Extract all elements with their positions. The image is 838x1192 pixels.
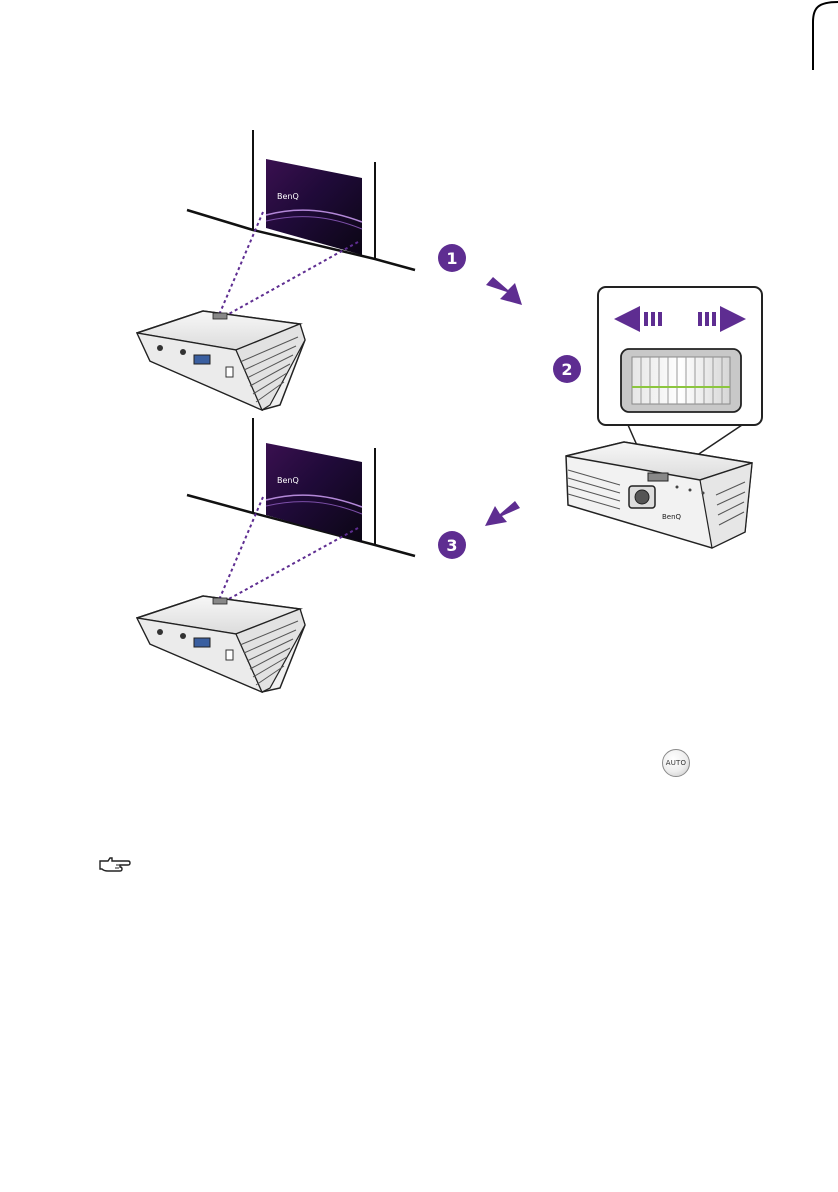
projection-screen [266, 159, 362, 255]
auto-button-label: AUTO [666, 759, 687, 767]
step-1-badge: 1 [438, 244, 466, 272]
focus-ring-icon [621, 349, 741, 412]
projector-front-view: BenQ [566, 442, 752, 548]
note-hand-icon [98, 855, 132, 875]
step-3-badge: 3 [438, 531, 466, 559]
projector-adjustment-illustration: BenQ [0, 0, 838, 720]
scene-1: BenQ [137, 130, 415, 410]
screen-logo: BenQ [277, 476, 299, 485]
scene-3: BenQ [137, 418, 415, 692]
step-3-arrow-icon [485, 501, 520, 526]
step-2-badge: 2 [553, 355, 581, 383]
projector-logo: BenQ [662, 513, 682, 521]
projector-body [137, 311, 305, 410]
svg-text:1: 1 [446, 249, 457, 268]
svg-text:2: 2 [561, 360, 572, 379]
step-1-arrow-icon [486, 277, 522, 305]
screen-logo: BenQ [277, 192, 299, 201]
auto-button-icon: AUTO [662, 749, 690, 777]
projection-screen [266, 443, 362, 542]
projector-body [137, 596, 305, 692]
svg-text:3: 3 [446, 536, 457, 555]
